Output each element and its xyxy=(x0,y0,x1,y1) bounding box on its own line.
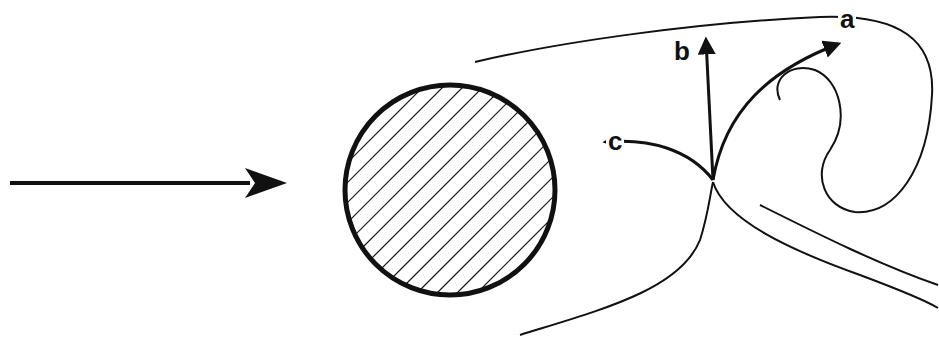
direction-arrows xyxy=(606,40,838,180)
flow-arrowhead xyxy=(245,168,287,198)
flow-direction-arrow xyxy=(10,181,250,185)
cylinder xyxy=(345,85,555,295)
vector-label: c xyxy=(606,128,624,154)
streamlines xyxy=(475,17,938,335)
vector-label: a xyxy=(838,6,856,32)
hatching xyxy=(300,0,600,342)
vector-label: b xyxy=(672,38,692,64)
